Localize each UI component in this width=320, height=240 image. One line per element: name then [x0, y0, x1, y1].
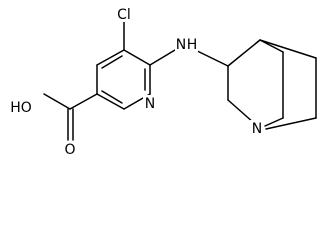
cage-bond-c2-n [227, 99, 255, 124]
pyridine-nitrogen-label: N [145, 96, 155, 112]
ring-bond-c5-c6 [123, 49, 151, 66]
bridgehead-nitrogen-label: N [252, 121, 262, 137]
ring-double-bond-c5-c4 [101, 55, 123, 69]
amine-hydrogen-label: H [187, 37, 198, 53]
cage-bond-c6a-n [264, 117, 284, 127]
cage-bond-c4-c5b [259, 39, 317, 59]
amine-nitrogen-label: N [176, 37, 186, 53]
molecule-structure: Cl N H N HO O N [8, 6, 317, 158]
carbonyl-oxygen-label: O [64, 142, 75, 158]
hydroxyl-label: HO [10, 100, 32, 116]
bond-c-oh [43, 93, 71, 110]
ring-bond-c2-c3 [96, 93, 125, 110]
ring-bond-c4-c5 [96, 49, 125, 66]
cage-bond-c3-c4 [227, 39, 261, 67]
ring-double-bond-c3-c2 [101, 90, 123, 104]
atom-labels: Cl N H N HO O N [8, 6, 264, 158]
bond-c3-cooh [69, 93, 98, 110]
cage-bond-c6b-n [265, 117, 317, 130]
chlorine-label: Cl [117, 7, 131, 23]
